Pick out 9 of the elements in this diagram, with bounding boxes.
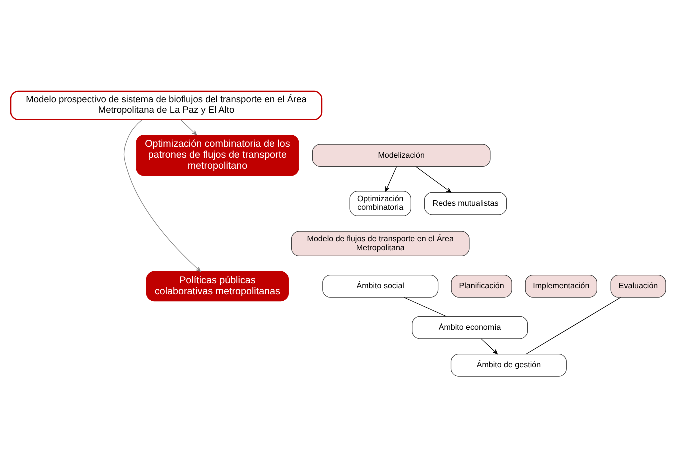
arrow	[180, 119, 198, 135]
connector	[404, 296, 447, 316]
arrow	[386, 166, 398, 192]
node-box: Políticas públicas colaborativas metropolitanas	[146, 270, 289, 302]
arrow	[416, 166, 452, 192]
connector	[526, 296, 622, 354]
node-box: Optimización combinatoria de los patrones de flujos de transporte metropolitano	[136, 134, 300, 176]
node-box: Modelo prospectivo de sistema de bioflujos del transporte en el Área Metropolitana de La Paz y El Alto	[10, 90, 323, 120]
arrow	[481, 338, 498, 354]
